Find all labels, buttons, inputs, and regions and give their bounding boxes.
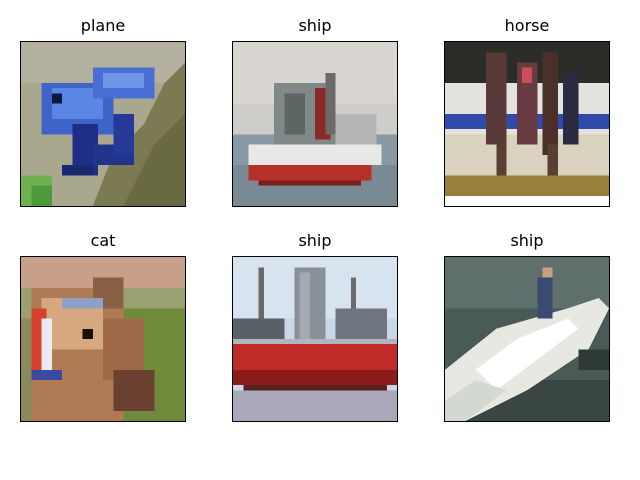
panel-title: ship	[510, 231, 544, 250]
panel-title: plane	[80, 16, 126, 35]
panel-title: ship	[298, 16, 332, 35]
panel-title: ship	[298, 231, 332, 250]
frog-image	[20, 41, 186, 207]
panel-title: horse	[504, 16, 550, 35]
horse-head-image	[20, 256, 186, 422]
panel-title: cat	[90, 231, 116, 250]
horse-riders-image	[444, 41, 610, 207]
speedboat-image	[444, 256, 610, 422]
fishing-boat-image	[232, 41, 398, 207]
cargo-ship-image	[232, 256, 398, 422]
